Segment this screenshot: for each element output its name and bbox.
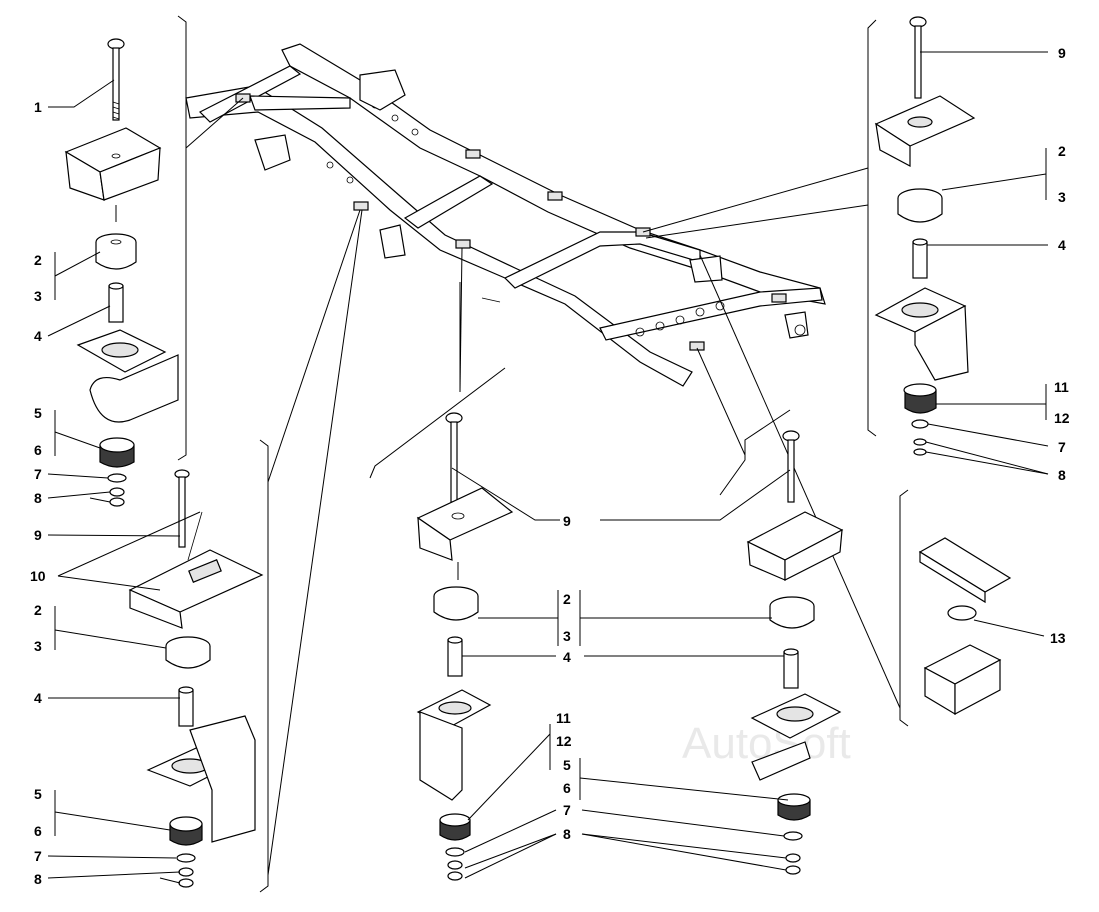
callout-6: 6: [34, 823, 42, 839]
callout-3: 3: [34, 638, 42, 654]
callout-9: 9: [1058, 45, 1066, 61]
mount-group-plug: [918, 537, 1012, 716]
callout-4: 4: [563, 649, 571, 665]
callout-3: 3: [563, 628, 571, 644]
mount-group-front-center: [746, 430, 844, 875]
callout-7: 7: [34, 848, 42, 864]
chassis-frame: [185, 43, 826, 387]
callout-11: 11: [556, 710, 571, 726]
callout-13: 13: [1050, 630, 1066, 646]
mount-group-center: [416, 412, 514, 881]
callout-7: 7: [563, 802, 571, 818]
callout-10: 10: [30, 568, 46, 584]
callout-leaders: [47, 51, 1049, 884]
callout-8: 8: [563, 826, 571, 842]
mount-group-mid-left: [128, 469, 264, 888]
callout-9: 9: [34, 527, 42, 543]
mount-group-front-right: [874, 16, 976, 456]
callout-7: 7: [34, 466, 42, 482]
callout-11: 11: [1054, 379, 1069, 395]
callout-8: 8: [34, 490, 42, 506]
callout-6: 6: [563, 780, 571, 796]
callout-2: 2: [563, 591, 571, 607]
callout-12: 12: [556, 733, 572, 749]
callout-1: 1: [34, 99, 42, 115]
mount-group-rear-left: [64, 38, 179, 507]
callout-2: 2: [34, 602, 42, 618]
callout-4: 4: [34, 690, 42, 706]
callout-2: 2: [1058, 143, 1066, 159]
callout-7: 7: [1058, 439, 1066, 455]
callout-12: 12: [1054, 410, 1070, 426]
callout-2: 2: [34, 252, 42, 268]
callout-3: 3: [1058, 189, 1066, 205]
callout-8: 8: [34, 871, 42, 887]
callout-labels: 1 2 3 4 5 6 7 8 9 10 2 3 4 5 6 7 8 9 2 3…: [30, 45, 1070, 887]
frame-leader-lines: [185, 97, 901, 876]
callout-4: 4: [34, 328, 42, 344]
callout-5: 5: [34, 405, 42, 421]
callout-6: 6: [34, 442, 42, 458]
callout-8: 8: [1058, 467, 1066, 483]
callout-5: 5: [34, 786, 42, 802]
callout-4: 4: [1058, 237, 1066, 253]
callout-9: 9: [563, 513, 571, 529]
callout-5: 5: [563, 757, 571, 773]
callout-3: 3: [34, 288, 42, 304]
